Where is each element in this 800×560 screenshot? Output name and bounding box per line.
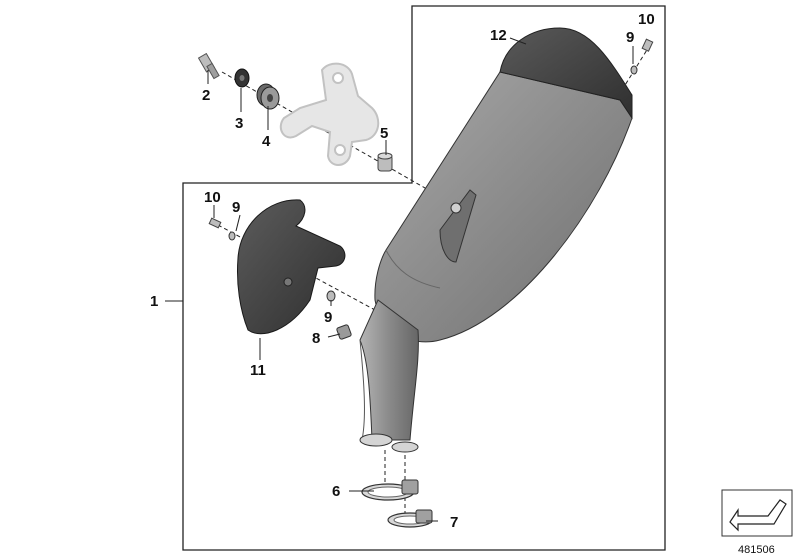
diagram-reference-number: 481506	[738, 544, 775, 556]
muffler-body	[374, 71, 633, 343]
callout-label-8: 8	[312, 330, 320, 347]
callout-label-1: 1	[150, 293, 158, 310]
callout-label-6: 6	[332, 483, 340, 500]
callout-label-7: 7	[450, 514, 458, 531]
callout-label-9-shield: 9	[232, 199, 240, 216]
callout-label-10-top: 10	[638, 11, 655, 28]
washer-part-9-lower	[326, 290, 336, 302]
link-pipe	[359, 299, 419, 453]
nut-part-8	[336, 324, 352, 340]
rubber-mount-part-4	[256, 83, 280, 110]
callout-label-3: 3	[235, 115, 243, 132]
top-bolt-axis-line	[621, 44, 651, 91]
bolt-part-2	[197, 52, 220, 80]
muffler-assembly-frame	[182, 5, 666, 551]
heat-shield-part-11	[237, 199, 346, 335]
direction-arrow-icon	[721, 489, 793, 537]
top-screw-part-10	[641, 38, 654, 52]
callout-label-11: 11	[250, 362, 266, 379]
callout-label-9-lower: 9	[324, 309, 332, 326]
callout-label-10-shield: 10	[204, 189, 221, 206]
muffler-end-cap-part-12	[499, 27, 633, 120]
top-washer-part-9	[630, 65, 638, 75]
spacer-part-5	[377, 152, 393, 172]
frame-bracket-ghost	[279, 62, 380, 166]
washer-part-9	[228, 231, 236, 241]
clamp-part-7	[387, 509, 433, 528]
callout-label-12: 12	[490, 27, 507, 44]
clamp-part-6	[361, 479, 419, 501]
callout-label-9-top: 9	[626, 29, 634, 46]
leader-lines	[165, 37, 634, 522]
callout-label-2: 2	[202, 87, 210, 104]
screw-part-10	[208, 217, 222, 229]
callout-label-4: 4	[262, 133, 271, 150]
callout-label-5: 5	[380, 125, 388, 142]
